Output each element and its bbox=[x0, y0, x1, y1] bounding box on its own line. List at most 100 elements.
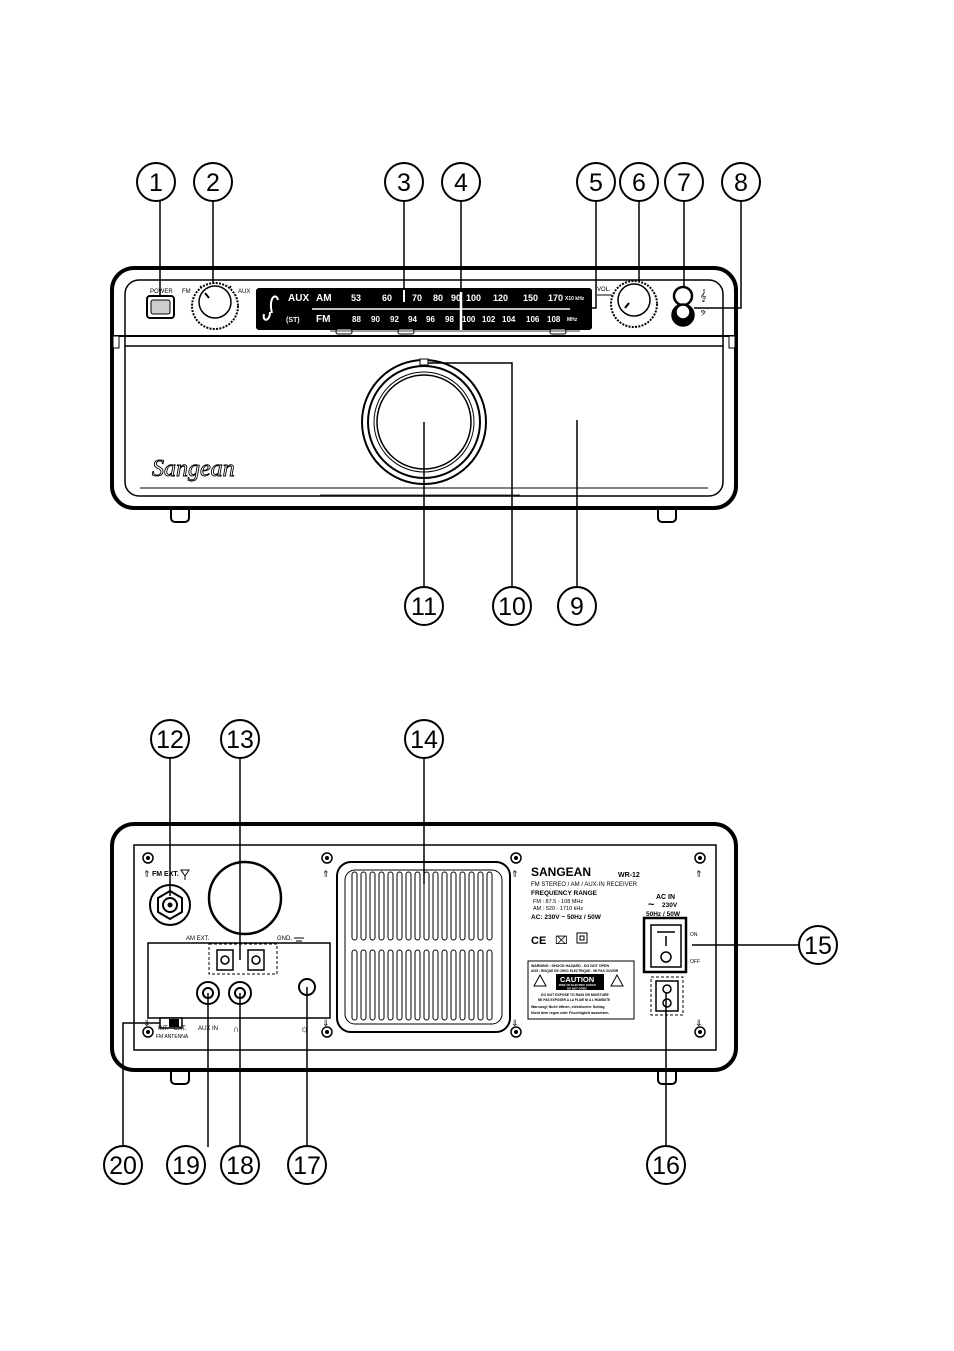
tuning-led bbox=[419, 358, 429, 366]
callout-16: 16 bbox=[646, 1145, 686, 1185]
am-tick-70: 70 bbox=[412, 293, 422, 303]
svg-text:20: 20 bbox=[109, 1152, 137, 1180]
ac-spec: AC: 230V ~ 50Hz / 50W bbox=[531, 914, 602, 921]
back-model: WR-12 bbox=[618, 872, 640, 879]
back-screws bbox=[142, 852, 706, 1038]
callout-17: 17 bbox=[287, 1145, 327, 1185]
antenna-rotator[interactable] bbox=[207, 860, 283, 936]
svg-text:4: 4 bbox=[454, 169, 468, 197]
front-logo: Sangean bbox=[152, 456, 235, 482]
svg-text:7: 7 bbox=[677, 169, 691, 197]
freq-am: AM : 520 - 1710 kHz bbox=[533, 906, 583, 912]
fm-unit: MHz bbox=[567, 317, 578, 323]
freq-fm: FM : 87.5 - 108 MHz bbox=[533, 899, 583, 905]
switch-ext-label: EXT. bbox=[174, 1026, 187, 1032]
warning-line1: WARNING : SHOCK HAZARD - DO NOT OPEN bbox=[531, 964, 609, 968]
dimmer-icon: ☼ bbox=[300, 1024, 309, 1035]
callout-12: 12 bbox=[150, 719, 190, 759]
warning-line2: AVIS : RISQUE DE CHOC ELECTRIQUE - NE PA… bbox=[531, 969, 619, 973]
back-desc: FM STEREO / AM / AUX-IN RECEIVER bbox=[531, 882, 638, 888]
caution-box bbox=[556, 974, 604, 990]
caution-sub2: DO NOT OPEN bbox=[567, 987, 587, 991]
callout-8: 8 bbox=[721, 162, 761, 202]
fm-tick-102: 102 bbox=[482, 315, 496, 324]
power-label: POWER bbox=[150, 289, 173, 295]
callout-11: 11 bbox=[404, 586, 444, 626]
svg-text:16: 16 bbox=[652, 1152, 680, 1180]
svg-text:10: 10 bbox=[498, 593, 526, 621]
dial-aux: AUX bbox=[288, 293, 309, 304]
band-fm-label: FM bbox=[182, 289, 191, 295]
ac-voltage: 230V bbox=[662, 902, 678, 909]
callout-9: 9 bbox=[557, 586, 597, 626]
svg-text:13: 13 bbox=[226, 726, 254, 754]
ac-freq: 50Hz / 50W bbox=[646, 911, 681, 918]
svg-text:6: 6 bbox=[632, 169, 646, 197]
fm-tick-94: 94 bbox=[408, 315, 417, 324]
ac-inlet[interactable] bbox=[655, 980, 679, 1012]
am-unit: X10 kHz bbox=[565, 296, 585, 302]
double-insulation-icon bbox=[576, 932, 588, 944]
svg-text:⇑: ⇑ bbox=[143, 869, 151, 879]
callout-18: 18 bbox=[220, 1145, 260, 1185]
fm-tick-90: 90 bbox=[371, 315, 380, 324]
switch-int-label: INT. bbox=[158, 1026, 169, 1032]
svg-text:8: 8 bbox=[734, 169, 748, 197]
svg-text:5: 5 bbox=[589, 169, 603, 197]
warn-extra4: Nicht dem regen oder Feuchtigkeit ausset… bbox=[531, 1011, 609, 1015]
svg-text:11: 11 bbox=[411, 593, 437, 621]
callout-1: 1 bbox=[136, 162, 176, 202]
callouts: 1 2 3 4 5 6 7 8 9 10 11 12 13 14 15 16 1… bbox=[103, 162, 838, 1185]
warn-extra3: Warnung! Nicht öffnen, elektrischer Schl… bbox=[531, 1005, 605, 1009]
exclamation-warning-icon bbox=[610, 973, 624, 987]
callout-15: 15 bbox=[798, 925, 838, 965]
fm-tick-106: 106 bbox=[526, 315, 540, 324]
back-brand: SANGEAN bbox=[531, 865, 591, 879]
leader-lines bbox=[122, 199, 799, 1147]
warn-extra1: DO NOT EXPOSE TO RAIN OR MOISTURE bbox=[541, 993, 609, 997]
svg-text:18: 18 bbox=[226, 1152, 254, 1180]
am-tick-100: 100 bbox=[466, 293, 481, 303]
callout-20: 20 bbox=[103, 1145, 143, 1185]
front-view: POWER FM AUX AUX AM 53 60 70 80 90 100 1… bbox=[110, 266, 738, 523]
fm-tick-104: 104 bbox=[502, 315, 516, 324]
dial-row2: (ST) FM 88 90 92 94 96 98 100 102 104 10… bbox=[286, 314, 578, 325]
svg-text:⇓: ⇓ bbox=[695, 1018, 703, 1028]
treble-knob[interactable] bbox=[672, 285, 694, 307]
fm-tick-100: 100 bbox=[462, 315, 476, 324]
svg-text:3: 3 bbox=[397, 169, 411, 197]
fm-tick-98: 98 bbox=[445, 315, 454, 324]
am-tick-170: 170 bbox=[548, 293, 563, 303]
callout-4: 4 bbox=[441, 162, 481, 202]
am-tick-53: 53 bbox=[351, 293, 361, 303]
svg-text:17: 17 bbox=[293, 1152, 321, 1180]
callout-2: 2 bbox=[193, 162, 233, 202]
headphone-icon: ∩ bbox=[233, 1024, 239, 1034]
callout-13: 13 bbox=[220, 719, 260, 759]
callout-5: 5 bbox=[576, 162, 616, 202]
callout-3: 3 bbox=[384, 162, 424, 202]
svg-text:⇑: ⇑ bbox=[511, 869, 519, 879]
callout-7: 7 bbox=[664, 162, 704, 202]
switch-on-label: ON bbox=[690, 932, 698, 938]
svg-text:12: 12 bbox=[156, 726, 184, 754]
back-panel bbox=[133, 844, 717, 1051]
vol-label: VOL. bbox=[597, 287, 611, 293]
svg-text:2: 2 bbox=[206, 169, 220, 197]
vent-slots bbox=[351, 871, 493, 1021]
gnd-label: GND. bbox=[277, 936, 292, 942]
treble-clef-icon: 𝄞 bbox=[700, 289, 707, 302]
ac-tilde-icon: ~ bbox=[648, 899, 655, 911]
svg-text:⇑: ⇑ bbox=[695, 869, 703, 879]
am-tick-60: 60 bbox=[382, 293, 392, 303]
weee-bin-icon: ⌧ bbox=[555, 935, 568, 947]
svg-text:1: 1 bbox=[149, 169, 163, 197]
switch-caption: FM ANTENNA bbox=[156, 1034, 189, 1040]
antenna-icon bbox=[180, 869, 190, 880]
am-tick-90: 90 bbox=[451, 293, 461, 303]
dial-stereo: (ST) bbox=[286, 317, 300, 324]
lightning-warning-icon bbox=[533, 973, 547, 987]
svg-text:15: 15 bbox=[804, 932, 832, 960]
svg-text:⇓: ⇓ bbox=[322, 1018, 330, 1028]
